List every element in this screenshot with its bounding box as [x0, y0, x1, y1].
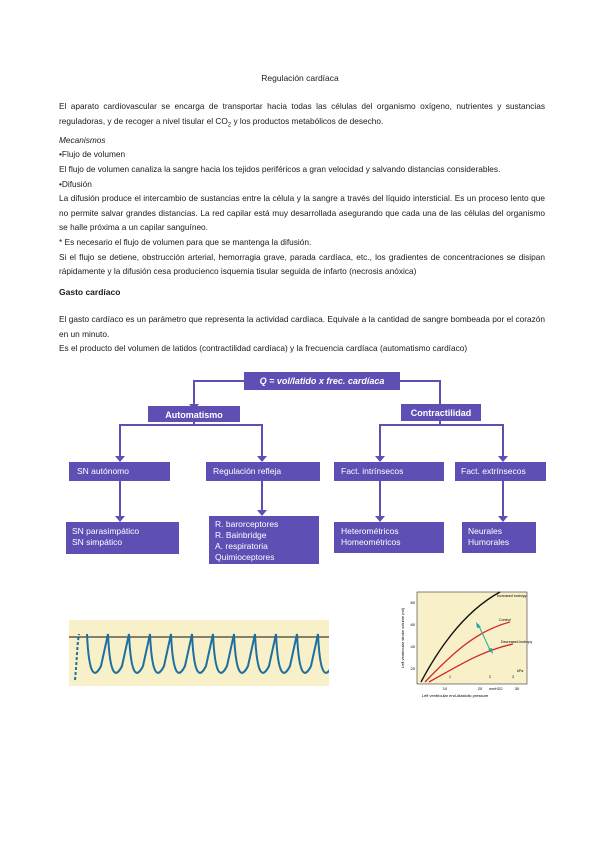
sn-list-box: [66, 522, 179, 554]
diagram-connectors: [119, 380, 504, 517]
flujo-note: * Es necesario el flujo de volumen para …: [59, 237, 312, 247]
intro-paragraph: El aparato cardiovascular se encarga de …: [59, 99, 545, 133]
fact-extrinsecos-box: [455, 462, 546, 481]
reflejos-list-item: R. Bainbridge: [215, 530, 267, 540]
pressure-trace-figure: [69, 620, 329, 686]
x-tick: 20: [478, 686, 483, 691]
intro-section: El aparato cardiovascular se encarga de …: [59, 99, 545, 279]
kpa-tick: 3: [512, 675, 514, 679]
reflejos-list-item: A. respiratoria: [215, 541, 268, 551]
automatismo-label: Automatismo: [165, 410, 223, 420]
contractilidad-box: [401, 404, 481, 421]
sn-autonomo-box: [69, 462, 170, 481]
intrinsecos-list-item: Homeométricos: [341, 537, 401, 547]
difusion-text: La difusión produce el intercambio de su…: [59, 193, 545, 233]
extrinsecos-list-box: [462, 522, 536, 553]
fact-extrinsecos-label: Fact. extrínsecos: [461, 466, 526, 476]
sn-list-item: SN parasimpático: [72, 526, 139, 536]
intrinsecos-list-item: Heterométricos: [341, 526, 399, 536]
page-title: Regulación cardíaca: [261, 73, 339, 83]
kpa-tick: 2: [489, 675, 491, 679]
x-tick: 10: [443, 686, 448, 691]
diagram-arrowheads: [115, 404, 508, 522]
intro-text-end: y los productos metabólicos de desecho.: [231, 115, 384, 126]
arrow-head-up: [476, 622, 481, 628]
mecanismos-heading: Mecanismos: [59, 134, 106, 145]
gasto-paragraph-1: El gasto cardíaco es un parámetro que re…: [59, 314, 545, 339]
sn-list-item: SN simpático: [72, 537, 122, 547]
contractilidad-label: Contractilidad: [411, 408, 472, 418]
flujo-text: El flujo de volumen canaliza la sangre h…: [59, 164, 501, 175]
y-axis-label: Left ventricular stroke volume (ml): [400, 607, 405, 668]
arrow-head-down: [488, 648, 493, 654]
y-tick: 60: [411, 622, 416, 627]
decreased-inotropy-curve: [428, 643, 514, 683]
curve-label-control: Control: [499, 618, 511, 622]
pressure-trace: [86, 633, 329, 674]
sn-autonomo-label: SN autónomo: [77, 466, 129, 476]
gasto-heading: Gasto cardíaco: [59, 287, 121, 297]
flujo-heading: •Flujo de volumen: [59, 149, 126, 160]
difusion-heading: •Difusión: [59, 178, 92, 189]
inotropy-arrow: [477, 623, 492, 653]
curve-label-increased: Increased inotropy: [497, 594, 527, 598]
automatismo-box: [148, 406, 240, 422]
kpa-tick: 1: [449, 675, 451, 679]
x-unit: mmH2O: [489, 687, 503, 691]
trace-background: [69, 620, 329, 686]
fact-intrinsecos-label: Fact. intrínsecos: [341, 466, 403, 476]
graph-plot-area: [416, 591, 528, 685]
detiene-text: Si el flujo se detiene, obstrucción arte…: [59, 251, 545, 277]
reflejos-list-box: [209, 516, 319, 564]
fact-intrinsecos-box: [334, 462, 444, 481]
co2-subscript: 2: [227, 122, 232, 129]
gasto-paragraph-2: Es el producto del volumen de latidos (c…: [59, 343, 468, 354]
formula-box: [244, 372, 400, 390]
y-tick: 80: [411, 600, 416, 605]
formula-text: Q = vol/latido x frec. cardíaca: [260, 376, 385, 386]
gasto-section: El gasto cardíaco es un parámetro que re…: [59, 312, 545, 356]
x-tick: 30: [515, 686, 520, 691]
pressure-trace-dashed: [74, 633, 80, 681]
kpa-unit: kPa: [517, 669, 523, 673]
y-tick: 40: [411, 644, 416, 649]
control-curve: [424, 621, 511, 683]
intro-text: El aparato cardiovascular se encarga de …: [59, 101, 545, 126]
curve-label-decreased: Decreased inotropy: [501, 640, 532, 644]
reflejos-list-item: R. barorceptores: [215, 519, 278, 529]
extrinsecos-list-item: Neurales: [468, 526, 502, 536]
increased-inotropy-curve: [420, 591, 501, 683]
x-axis-label: Left ventricular end-diastolic pressure: [422, 693, 489, 698]
y-tick: 20: [411, 666, 416, 671]
regulacion-refleja-box: [206, 462, 320, 481]
starling-graph: Increased inotropy Control Decreased ino…: [395, 586, 535, 704]
reflejos-list-item: Quimioceptores: [215, 552, 275, 562]
regulacion-refleja-label: Regulación refleja: [213, 466, 281, 476]
extrinsecos-list-item: Humorales: [468, 537, 509, 547]
intrinsecos-list-box: [334, 522, 444, 553]
